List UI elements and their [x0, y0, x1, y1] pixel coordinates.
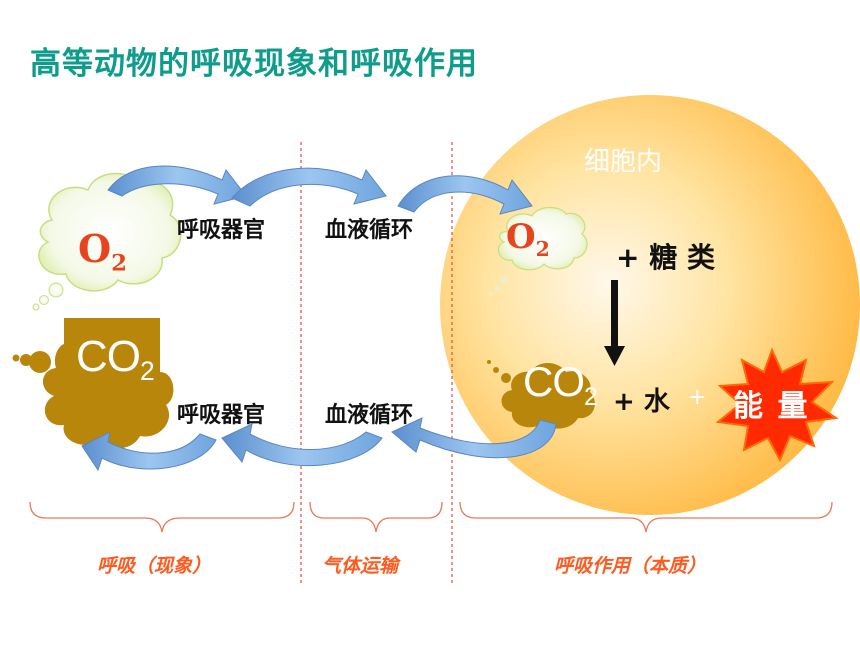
o2-cloud-left-icon — [32, 172, 182, 311]
cell-label: 细胞内 — [584, 147, 663, 177]
co2-blob-left-icon — [12, 318, 174, 449]
co2-left-label: CO2 — [76, 332, 155, 387]
o2-path-arrows — [107, 165, 533, 215]
o2-left-label: O2 — [78, 226, 127, 277]
brace-cell-respiration — [459, 501, 833, 533]
page-title: 高等动物的呼吸现象和呼吸作用 — [30, 46, 478, 82]
organ-label-bottom: 呼吸器官 — [177, 403, 266, 428]
starburst-icon — [715, 347, 839, 463]
organ-label-top: 呼吸器官 — [177, 218, 266, 243]
brace-respiration — [29, 501, 295, 533]
respiration-label: 呼吸（现象） — [97, 555, 212, 577]
o2-cloud-cell-icon — [489, 206, 588, 296]
brace-lines — [29, 501, 833, 533]
blood-label-top: 血液循环 — [325, 218, 414, 243]
transport-label: 气体运输 — [322, 555, 399, 577]
o2-cell-label: O2 — [506, 217, 550, 261]
down-arrow-icon — [604, 280, 625, 366]
co2-blob-cell-icon — [487, 360, 595, 429]
co2-cell-label: CO2 — [523, 358, 598, 411]
brace-transport — [309, 501, 443, 533]
plus-sugar-text: + 糖 类 — [616, 241, 715, 274]
plus-water-text: + 水 — [613, 387, 670, 417]
plus-small-text: + — [688, 385, 707, 410]
co2-path-arrows — [81, 417, 557, 472]
energy-label: 能 量 — [733, 389, 810, 424]
cell-respiration-label: 呼吸作用（本质） — [554, 555, 707, 577]
blood-label-bottom: 血液循环 — [325, 403, 414, 428]
